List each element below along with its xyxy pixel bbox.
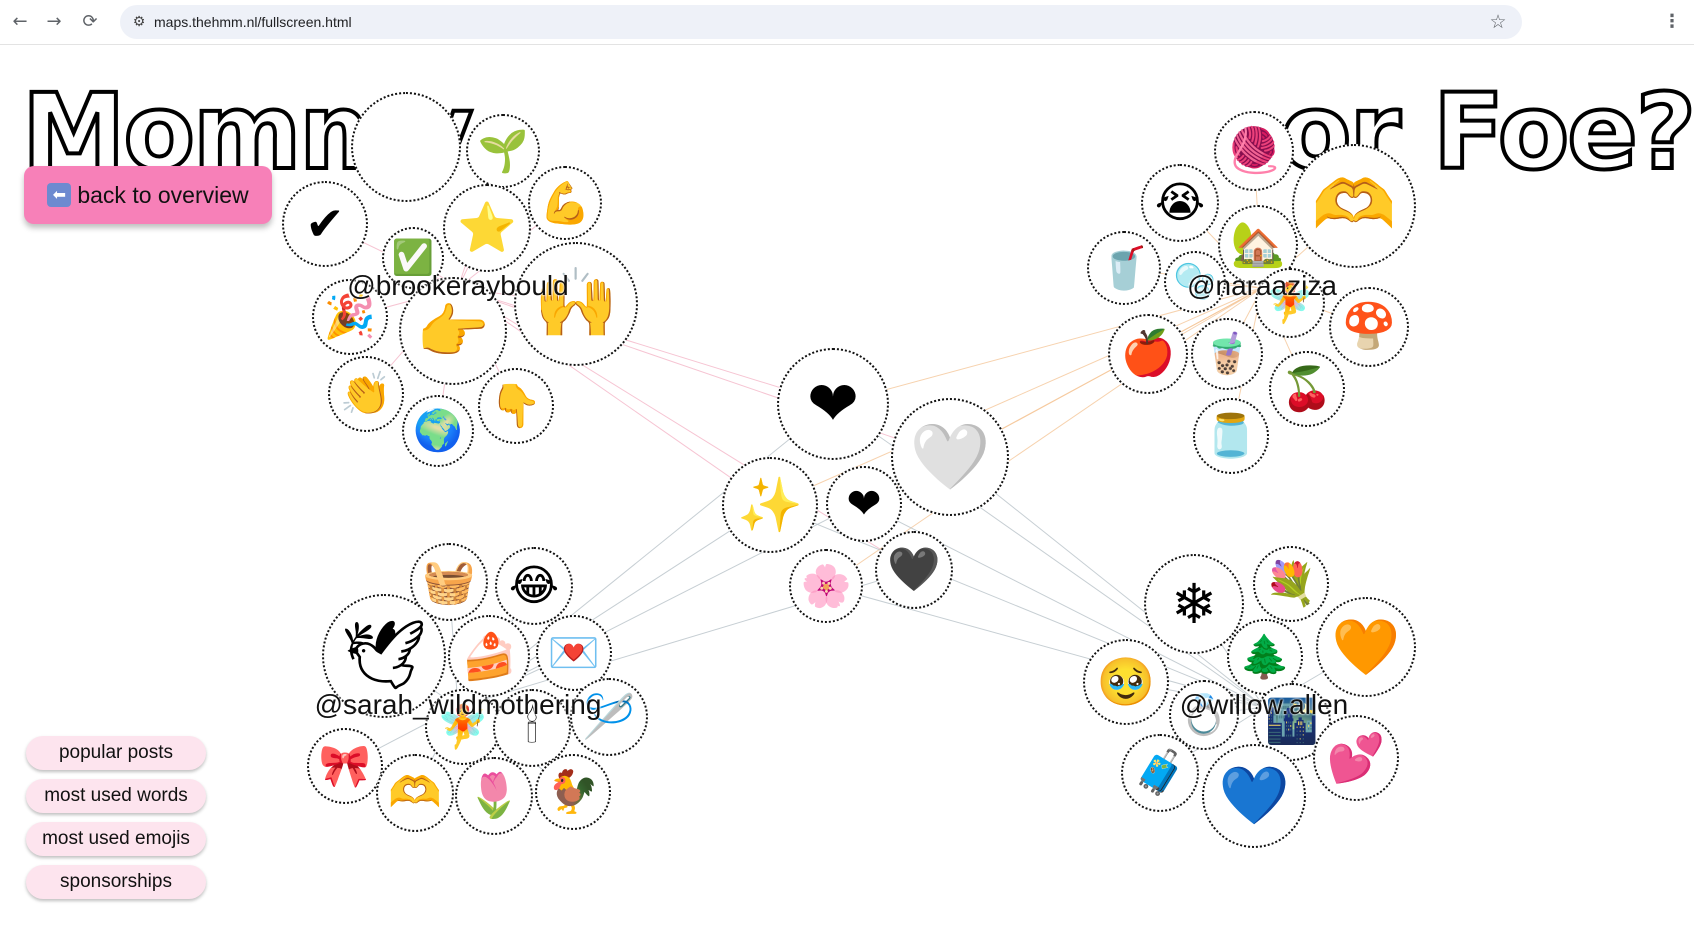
user-label-naraaziza[interactable]: @naraaziza — [1187, 270, 1337, 301]
emoji-bubble[interactable]: 🧚 — [1255, 268, 1325, 338]
emoji-bubble[interactable]: 🎀 — [307, 728, 383, 804]
bookmark-star-icon[interactable]: ☆ — [1489, 11, 1507, 33]
back-to-overview-button[interactable]: ⬅back to overview — [24, 166, 272, 224]
emoji-bubble[interactable]: 👏 — [328, 356, 404, 432]
emoji-bubble[interactable]: 🫶 — [376, 754, 454, 832]
shared-emoji-bubble[interactable]: 🖤 — [875, 531, 953, 609]
emoji-bubble[interactable]: 🙌 — [514, 242, 638, 366]
browser-toolbar: ← → ⟳ ⚙ maps.thehmm.nl/fullscreen.html ☆… — [0, 0, 1694, 45]
emoji-bubble[interactable]: 💪 — [528, 166, 602, 240]
emoji-bubble[interactable]: 🧡 — [1316, 597, 1416, 697]
emoji-bubble[interactable]: ✅ — [382, 227, 444, 289]
user-label-sarah-wildmothering[interactable]: @sarah_wildmothering — [314, 689, 602, 720]
emoji-bubble[interactable]: ⭐ — [443, 184, 531, 272]
emoji-bubble[interactable]: 🍒 — [1269, 351, 1345, 427]
back-arrow-icon: ⬅ — [47, 182, 72, 207]
emoji-bubble[interactable]: 🌃 — [1253, 683, 1331, 761]
address-bar[interactable]: ⚙ maps.thehmm.nl/fullscreen.html ☆ — [120, 5, 1522, 39]
emoji-bubble[interactable]: 🌷 — [455, 757, 533, 835]
emoji-bubble[interactable]: ✔ — [282, 181, 368, 267]
emoji-bubble[interactable]: 💙 — [1202, 744, 1306, 848]
emoji-bubble[interactable]: 🌍 — [402, 395, 474, 467]
empty-bubble — [351, 92, 461, 202]
emoji-bubble[interactable]: 🫶 — [1292, 144, 1416, 268]
emoji-bubble[interactable]: 🧳 — [1121, 734, 1199, 812]
emoji-bubble[interactable]: 🫙 — [1193, 398, 1269, 474]
shared-emoji-bubble[interactable]: ❤ — [826, 466, 902, 542]
emoji-bubble[interactable]: 🍎 — [1108, 314, 1188, 394]
user-label-willow-allen[interactable]: @willow.allen — [1179, 689, 1349, 720]
site-settings-icon[interactable]: ⚙ — [132, 14, 146, 30]
shared-emoji-bubble[interactable]: 🤍 — [891, 398, 1009, 516]
back-to-overview-label: back to overview — [77, 182, 249, 208]
emoji-bubble[interactable]: 🕊 — [322, 594, 446, 718]
popular-posts-button[interactable]: popular posts — [26, 736, 206, 770]
emoji-bubble[interactable]: 👉 — [399, 277, 507, 385]
emoji-bubble[interactable]: 💕 — [1313, 715, 1399, 801]
emoji-bubble[interactable]: 🥤 — [1087, 231, 1161, 305]
sponsorships-button[interactable]: sponsorships — [26, 865, 206, 899]
emoji-bubble[interactable]: 🪡 — [570, 678, 648, 756]
back-arrow-icon[interactable]: ← — [12, 11, 28, 32]
most-used-emojis-button[interactable]: most used emojis — [26, 822, 206, 856]
emoji-bubble[interactable]: 🧺 — [410, 543, 488, 621]
emoji-bubble[interactable]: 🐓 — [535, 754, 611, 830]
emoji-bubble[interactable]: 🌱 — [466, 114, 540, 188]
emoji-bubble[interactable]: 🧋 — [1191, 318, 1263, 390]
emoji-bubble[interactable]: 👇 — [478, 368, 554, 444]
shared-emoji-bubble[interactable]: ❤ — [777, 348, 889, 460]
emoji-bubble[interactable]: 🎉 — [312, 279, 388, 355]
shared-emoji-bubble[interactable]: ✨ — [722, 457, 818, 553]
url-text[interactable]: maps.thehmm.nl/fullscreen.html — [154, 14, 352, 30]
shared-emoji-bubble[interactable]: 🌸 — [789, 549, 863, 623]
emoji-bubble[interactable]: 😭 — [1141, 164, 1219, 242]
emoji-bubble[interactable]: 😂 — [495, 547, 573, 625]
emoji-bubble[interactable]: ❄ — [1144, 554, 1244, 654]
emoji-bubble[interactable]: 💌 — [536, 615, 612, 691]
emoji-bubble[interactable]: 🥹 — [1083, 639, 1169, 725]
emoji-bubble[interactable]: 🫧 — [1164, 251, 1226, 313]
emoji-bubble[interactable]: 💐 — [1253, 546, 1329, 622]
emoji-bubble[interactable]: 🌲 — [1227, 619, 1303, 695]
most-used-words-button[interactable]: most used words — [26, 779, 206, 813]
reload-icon[interactable]: ⟳ — [82, 11, 98, 32]
emoji-bubble[interactable]: 🧶 — [1214, 111, 1294, 191]
user-label-brookeraybould[interactable]: @brookeraybould — [347, 270, 569, 301]
emoji-bubble[interactable]: 🍰 — [448, 615, 530, 697]
emoji-bubble[interactable]: 💍 — [1169, 680, 1239, 750]
emoji-bubble[interactable]: 🕯 — [493, 689, 571, 767]
emoji-bubble[interactable]: 🍄 — [1329, 287, 1409, 367]
browser-menu-icon[interactable]: ⋮ — [1663, 11, 1681, 32]
emoji-bubble[interactable]: 🧚 — [425, 689, 501, 765]
forward-arrow-icon[interactable]: → — [46, 11, 62, 32]
